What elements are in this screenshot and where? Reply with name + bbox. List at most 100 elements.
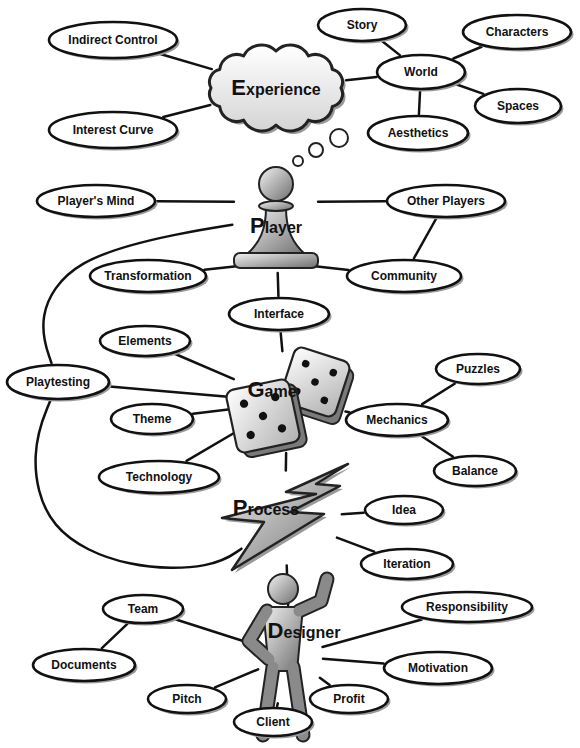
connector-line xyxy=(382,41,400,55)
node-label: Client xyxy=(250,715,295,729)
ellipse-outline xyxy=(49,112,177,148)
node-label: Elements xyxy=(112,334,177,348)
ellipse-outline xyxy=(111,404,193,434)
ellipse-outline xyxy=(99,461,219,493)
node-label: Puzzles xyxy=(450,362,506,376)
ellipse-outline xyxy=(103,595,183,623)
node-label: World xyxy=(398,65,444,79)
ellipse-outline xyxy=(318,9,406,41)
connector-line xyxy=(276,703,279,706)
lens-ellipse: Elements xyxy=(98,324,192,358)
node-label: Motivation xyxy=(402,661,474,675)
node-label: Balance xyxy=(446,464,504,478)
ellipse-outline xyxy=(387,185,505,217)
connector-line xyxy=(276,273,279,296)
lens-ellipse: Technology xyxy=(97,459,221,495)
node-label: Designer xyxy=(234,620,374,644)
ellipse-outline xyxy=(346,404,448,436)
ellipse-outline xyxy=(463,15,571,49)
node-label: Mechanics xyxy=(360,413,433,427)
figure-limb-outline xyxy=(299,579,327,611)
lens-ellipse: Interest Curve xyxy=(47,110,179,150)
die-pip xyxy=(301,359,311,369)
pawn-head xyxy=(259,167,293,201)
connector-line xyxy=(419,91,420,114)
node-label: Player xyxy=(206,215,346,239)
process-bolt: Process xyxy=(218,462,352,574)
connector-line xyxy=(102,624,128,648)
node-label: Player's Mind xyxy=(52,194,141,208)
lens-ellipse: Pitch xyxy=(146,683,228,715)
thought-bubble xyxy=(293,156,303,166)
connector-line xyxy=(187,431,238,461)
die-pip xyxy=(246,430,256,440)
lens-ellipse: Aesthetics xyxy=(366,114,470,152)
node-label: Transformation xyxy=(98,269,197,283)
connector-line xyxy=(421,436,452,456)
lens-ellipse: Spaces xyxy=(473,87,563,125)
connector-line xyxy=(323,659,384,664)
lens-ellipse: Playtesting xyxy=(5,363,111,401)
connector-line xyxy=(422,383,455,404)
lens-ellipse: Community xyxy=(345,258,463,294)
ellipse-outline xyxy=(361,549,453,579)
ellipse-outline xyxy=(37,185,155,217)
ellipse-outline xyxy=(347,260,461,292)
ellipse-outline xyxy=(310,685,388,713)
lens-ellipse: Interface xyxy=(227,296,331,332)
ellipse-outline xyxy=(90,260,206,292)
ellipse-outline xyxy=(365,496,443,524)
ellipse-outline xyxy=(100,326,190,356)
node-label: Pitch xyxy=(166,692,207,706)
die-pip xyxy=(329,368,339,378)
lens-ellipse: Transformation xyxy=(88,258,208,294)
ellipse-outline xyxy=(229,298,329,330)
node-label: Story xyxy=(341,18,384,32)
connector-line xyxy=(281,332,283,351)
node-label: Game xyxy=(202,379,342,403)
lens-ellipse: Puzzles xyxy=(434,352,522,386)
pawn-collar xyxy=(259,201,293,211)
node-label: Team xyxy=(122,602,164,616)
thought-bubble xyxy=(309,143,323,157)
node-label: Theme xyxy=(127,412,178,426)
connector-line xyxy=(346,77,376,80)
connector-line xyxy=(337,538,374,552)
ellipse-outline xyxy=(49,22,177,58)
lens-ellipse: Client xyxy=(232,706,314,738)
connector-line xyxy=(342,513,364,514)
lens-ellipse: Iteration xyxy=(359,547,455,581)
ellipse-outline xyxy=(368,116,468,150)
lens-ellipse: Indirect Control xyxy=(47,20,179,60)
ellipse-outline xyxy=(7,365,109,399)
ellipse-outline xyxy=(402,592,532,622)
node-outline xyxy=(217,342,357,462)
node-label: Profit xyxy=(327,692,370,706)
figure-limb xyxy=(299,579,327,611)
player-pawn: Player xyxy=(232,163,320,273)
lens-ellipse: Documents xyxy=(31,647,137,683)
die-pip xyxy=(277,423,287,433)
node-label: Technology xyxy=(120,470,198,484)
node-label: Aesthetics xyxy=(382,126,455,140)
connector-line xyxy=(109,386,227,396)
connector-line xyxy=(175,354,234,379)
thought-bubble xyxy=(330,129,348,147)
connector-line xyxy=(414,219,436,258)
lens-ellipse: Story xyxy=(316,7,408,43)
lens-ellipse: Idea xyxy=(363,494,445,526)
lens-ellipse: Responsibility xyxy=(400,590,534,624)
node-label: Responsibility xyxy=(420,600,514,614)
node-label: Process xyxy=(196,497,336,521)
node-label: Playtesting xyxy=(20,375,96,389)
figure-head xyxy=(268,574,298,604)
node-label: Other Players xyxy=(401,194,491,208)
connector-line xyxy=(456,84,483,94)
ellipse-outline xyxy=(33,649,135,681)
lens-ellipse: Theme xyxy=(109,402,195,436)
lens-ellipse: Mechanics xyxy=(344,402,450,438)
node-label: Indirect Control xyxy=(62,33,163,47)
lens-ellipse: Other Players xyxy=(385,183,507,219)
die-pip xyxy=(320,396,330,406)
